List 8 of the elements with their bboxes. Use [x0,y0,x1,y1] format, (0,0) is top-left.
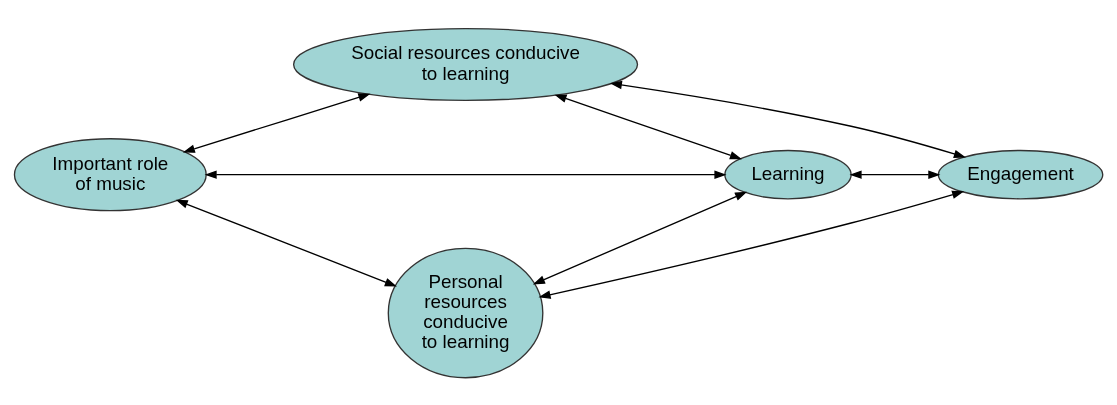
arrow [554,94,742,159]
arrow [175,199,397,287]
arrow [532,191,748,284]
arrow [849,169,941,179]
arrow [204,169,727,179]
arrow [609,80,966,158]
arrow [538,190,965,299]
arrow [182,92,371,153]
